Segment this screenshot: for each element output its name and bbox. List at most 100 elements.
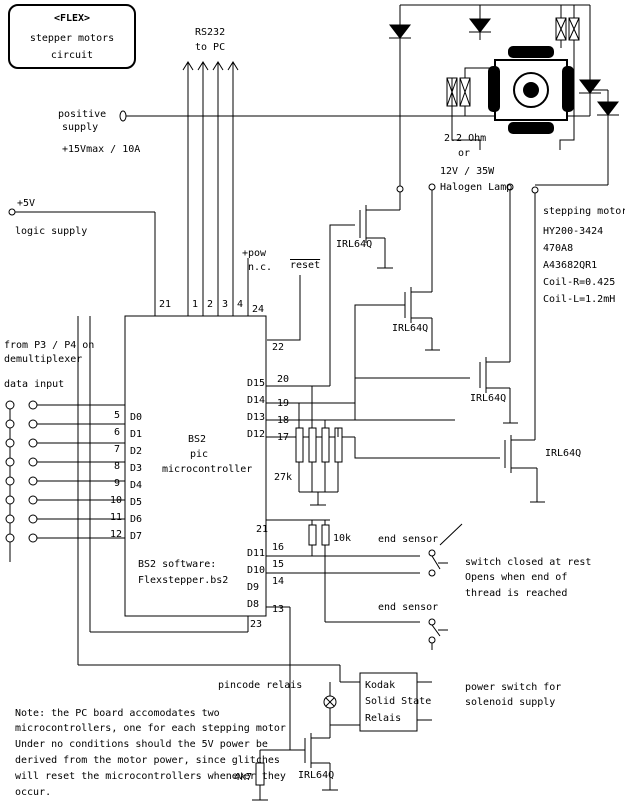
diode-3	[578, 5, 602, 116]
ground-lines	[77, 316, 340, 666]
pin-num-16: 16	[272, 542, 284, 553]
end-sensor-2-label: end sensor	[378, 602, 438, 613]
logic-supply-label: logic supply	[15, 226, 87, 237]
diode-4	[535, 89, 620, 186]
switch-note-line3: thread is reached	[465, 588, 567, 599]
stepping-motor	[488, 46, 574, 134]
pow-nc-label: n.c.	[248, 262, 272, 273]
motor-spec-line3: 470A8	[543, 243, 573, 254]
pin-d13: D13	[247, 412, 265, 423]
terminal-2	[428, 183, 436, 191]
pin-num-14: 14	[272, 576, 284, 587]
ic-name: BS2	[188, 434, 206, 445]
ic-microcontroller: microcontroller	[162, 464, 252, 475]
data-input-label: data input	[4, 379, 64, 390]
resistor-10k-label: 10k	[333, 533, 351, 544]
demultiplexer-label: demultiplexer	[4, 354, 82, 365]
pow-label: +pow	[242, 248, 267, 259]
lamp-resistors	[446, 5, 580, 150]
data-input-terminals	[5, 400, 125, 562]
resistor-27k-array	[295, 386, 343, 506]
mosfet-1-label: IRL64Q	[336, 239, 372, 250]
pin-top-21: 21	[159, 299, 171, 310]
from-p3-label: from P3 / P4 on	[4, 340, 94, 351]
mosfet-2-label: IRL64Q	[392, 323, 428, 334]
motor-spec-line6: Coil-L=1.2mH	[543, 294, 615, 305]
mosfet-2	[404, 190, 440, 351]
mosfet-relay-label: IRL64Q	[298, 770, 334, 781]
mosfet-1	[359, 192, 401, 269]
halogen-line1: 2.2 Ohm	[444, 133, 486, 144]
reset-label: reset	[290, 260, 320, 271]
note-line4: derived from the motor power, since glit…	[15, 755, 280, 766]
pin-num-9: 9	[114, 478, 120, 489]
end-sensor-switch-2	[428, 618, 448, 650]
switch-note-line1: switch closed at rest	[465, 557, 591, 568]
resistor-4k7	[252, 750, 268, 801]
terminal-3	[506, 183, 514, 191]
pincode-label: pincode relais	[218, 680, 302, 691]
ic-software-label: BS2 software:	[138, 559, 216, 570]
pin-num-21b: 21	[256, 524, 268, 535]
kodak-line2: Solid State	[365, 696, 431, 707]
title-line2: stepper motors	[30, 33, 114, 44]
positive-supply-label: positive	[58, 109, 106, 120]
note-line3: Under no conditions should the 5V power …	[15, 739, 268, 750]
pin-top-24: 24	[252, 304, 264, 315]
pin-num-20: 20	[277, 374, 289, 385]
resistor-10k	[266, 519, 420, 623]
diode-2	[400, 4, 590, 40]
pin-d9: D9	[247, 582, 259, 593]
note-line6: occur.	[15, 787, 51, 798]
pin-num-23: 23	[250, 619, 262, 630]
pin-d14: D14	[247, 395, 265, 406]
title-line3: circuit	[51, 50, 93, 61]
note-line5: will reset the microcontrollers whenever…	[15, 771, 286, 782]
supply-spec-label: +15Vmax / 10A	[62, 144, 140, 155]
rs232-label: RS232	[195, 27, 225, 38]
mosfet-4-label: IRL64Q	[545, 448, 581, 459]
logic-supply-terminal	[8, 208, 16, 216]
note-line2: microcontrollers, one for each stepping …	[15, 723, 286, 734]
pin-d6: D6	[130, 514, 142, 525]
pin-num-12: 12	[110, 529, 122, 540]
rs232-to-pc-label: to PC	[195, 42, 225, 53]
pin-num-11: 11	[110, 512, 122, 523]
resistor-4k7-label: 4k7	[234, 772, 252, 783]
pin-num-22: 22	[272, 342, 284, 353]
pin-num-13: 13	[272, 604, 284, 615]
mosfet-4	[504, 193, 545, 503]
pin-d15: D15	[247, 378, 265, 389]
mosfet-3	[479, 190, 518, 424]
halogen-line4: Halogen Lamp	[440, 182, 512, 193]
left-pin-labels: D0 D1 D2 D3 D4 D5 D6 D7 5 6 7 8 9 10 11 …	[110, 410, 142, 542]
pin-d7: D7	[130, 531, 142, 542]
pin-d8: D8	[247, 599, 259, 610]
title-line1: <FLEX>	[54, 13, 90, 24]
pin-top-3: 3	[222, 299, 228, 310]
rs232-lines	[182, 61, 239, 316]
pin-d5: D5	[130, 497, 142, 508]
solid-state-relay	[323, 665, 432, 732]
switch-note-line2: Opens when end of	[465, 572, 567, 583]
motor-spec-line1: stepping motor:	[543, 206, 625, 217]
power-switch-line1: power switch for	[465, 682, 561, 693]
pin-num-8: 8	[114, 461, 120, 472]
note-line1: Note: the PC board accomodates two	[15, 708, 220, 719]
pin-d2: D2	[130, 446, 142, 457]
motor-spec-line2: HY200-3424	[543, 226, 603, 237]
pin-d10: D10	[247, 565, 265, 576]
pin-d12: D12	[247, 429, 265, 440]
pin-d11: D11	[247, 548, 265, 559]
ic-pic: pic	[190, 449, 208, 460]
mosfet-relay	[260, 665, 338, 791]
pin-num-15: 15	[272, 559, 284, 570]
terminal-1	[396, 185, 404, 193]
pin-d0: D0	[130, 412, 142, 423]
end-sensor-1-label: end sensor	[378, 534, 438, 545]
mosfet-3-label: IRL64Q	[470, 393, 506, 404]
pin-num-5: 5	[114, 410, 120, 421]
pin-top-1: 1	[192, 299, 198, 310]
kodak-line3: Relais	[365, 713, 401, 724]
